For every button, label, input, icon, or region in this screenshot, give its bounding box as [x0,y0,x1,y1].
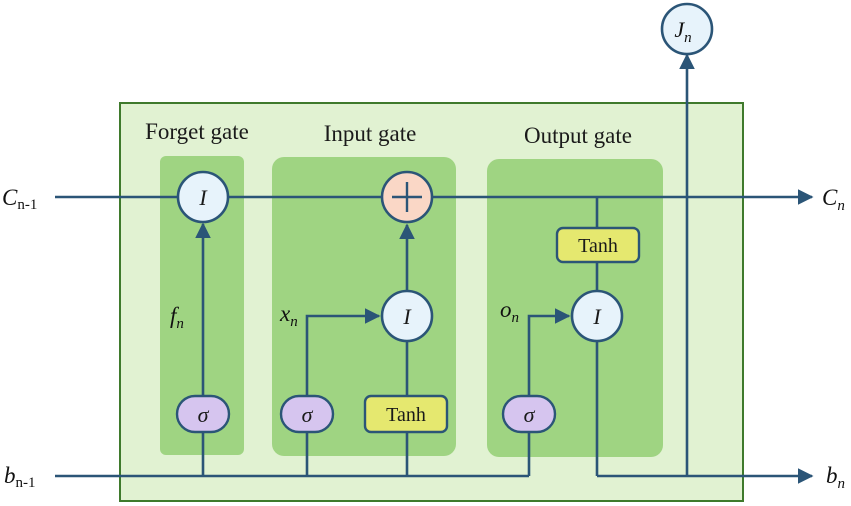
forget-multiply-symbol: I [198,185,208,210]
input-sigma-symbol: σ [302,402,314,427]
f-label: fn [170,303,184,332]
o-label: on [500,297,519,326]
output-gate-title: Output gate [524,123,632,148]
forget-sigma-node: σ [175,394,231,434]
c-next-label: Cn [822,185,845,214]
output-tanh-node: Tanh [555,226,641,264]
j-base: J [674,17,685,42]
j-output-label: Jn [674,17,691,46]
input-sigma-node: σ [279,394,335,434]
forget-gate-title: Forget gate [145,119,249,144]
c-prev-label: Cn-1 [2,185,37,213]
output-sigma-symbol: σ [524,402,536,427]
output-sigma-node: σ [501,394,557,434]
forget-multiply-node: I [176,170,230,224]
input-multiply-symbol: I [402,304,412,329]
input-multiply-node: I [380,289,434,343]
b-prev-label: bn-1 [4,463,36,491]
x-label: xn [279,301,298,330]
b-next-label: bn [826,463,845,492]
input-gate-title: Input gate [324,121,417,146]
output-multiply-node: I [570,289,624,343]
forget-sigma-symbol: σ [198,402,210,427]
input-tanh-label: Tanh [386,404,426,426]
input-x-arrow [305,308,381,396]
output-tanh-label: Tanh [578,235,618,257]
j-sub: n [684,30,692,46]
j-output-node: Jn [660,2,714,56]
plus-node [380,170,434,224]
input-tanh-node: Tanh [363,394,449,434]
output-o-arrow [527,308,571,396]
output-multiply-symbol: I [592,304,602,329]
